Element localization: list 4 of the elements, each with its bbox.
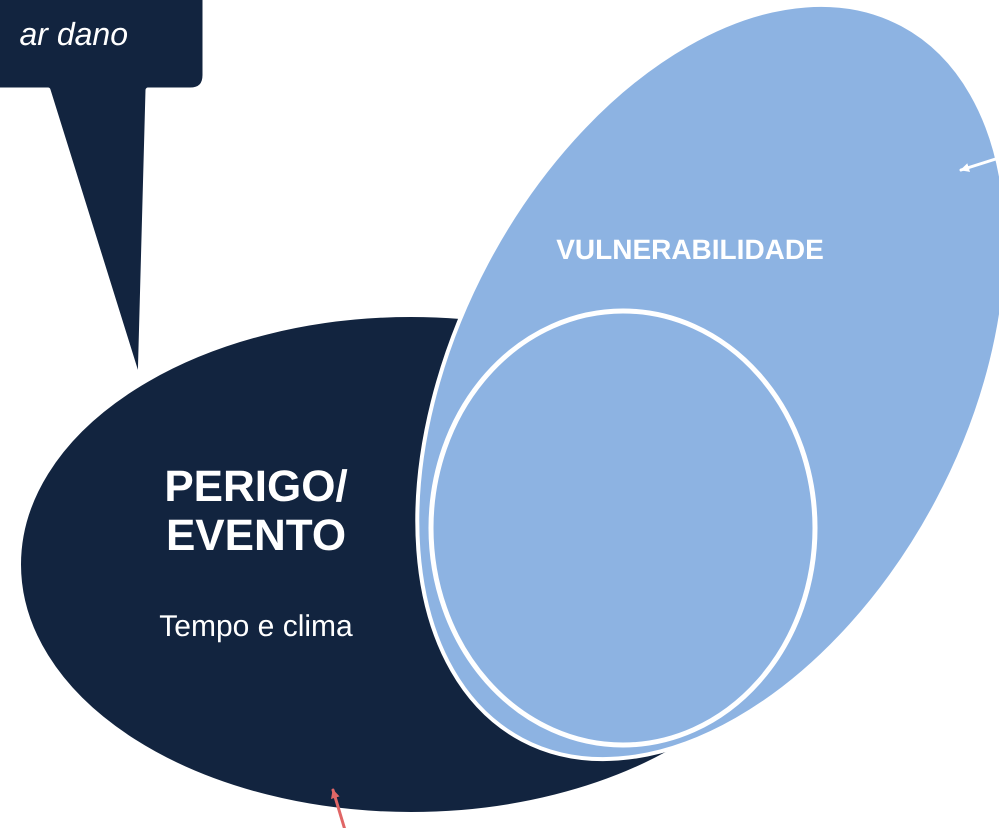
callout-text: ar dano [19,16,128,53]
vulnerability-label: VULNERABILIDADE [555,234,825,266]
hazard-subtitle: Tempo e clima [158,610,354,644]
hazard-title: PERIGO/ EVENTO [163,462,349,561]
